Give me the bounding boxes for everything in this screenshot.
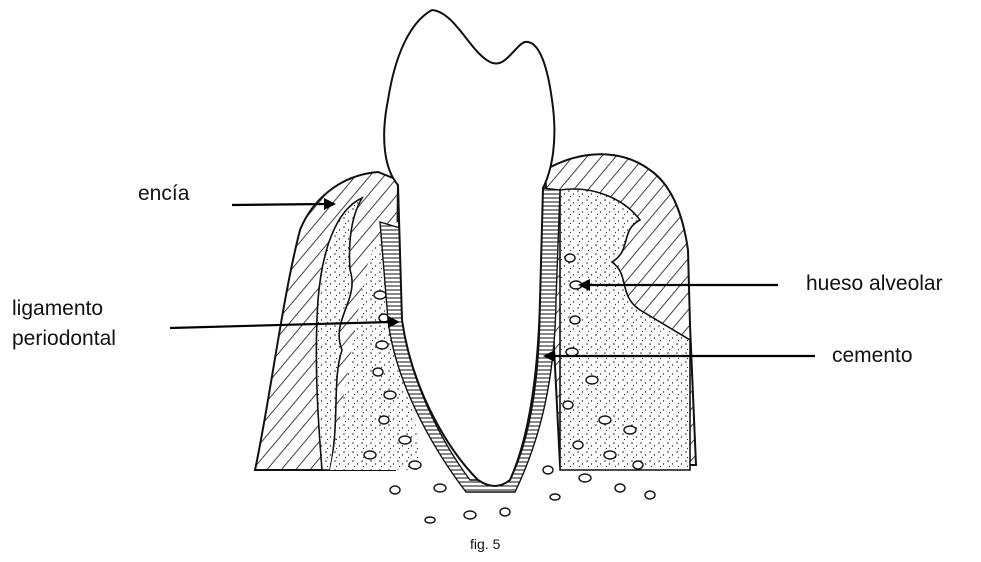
- label-hueso-alveolar: hueso alveolar: [806, 271, 943, 297]
- label-cemento: cemento: [832, 343, 913, 369]
- label-encia: encía: [138, 181, 189, 207]
- label-ligamento-line1: ligamento: [12, 296, 103, 322]
- figure-caption: fig. 5: [470, 536, 500, 552]
- label-ligamento-line2: periodontal: [12, 326, 116, 352]
